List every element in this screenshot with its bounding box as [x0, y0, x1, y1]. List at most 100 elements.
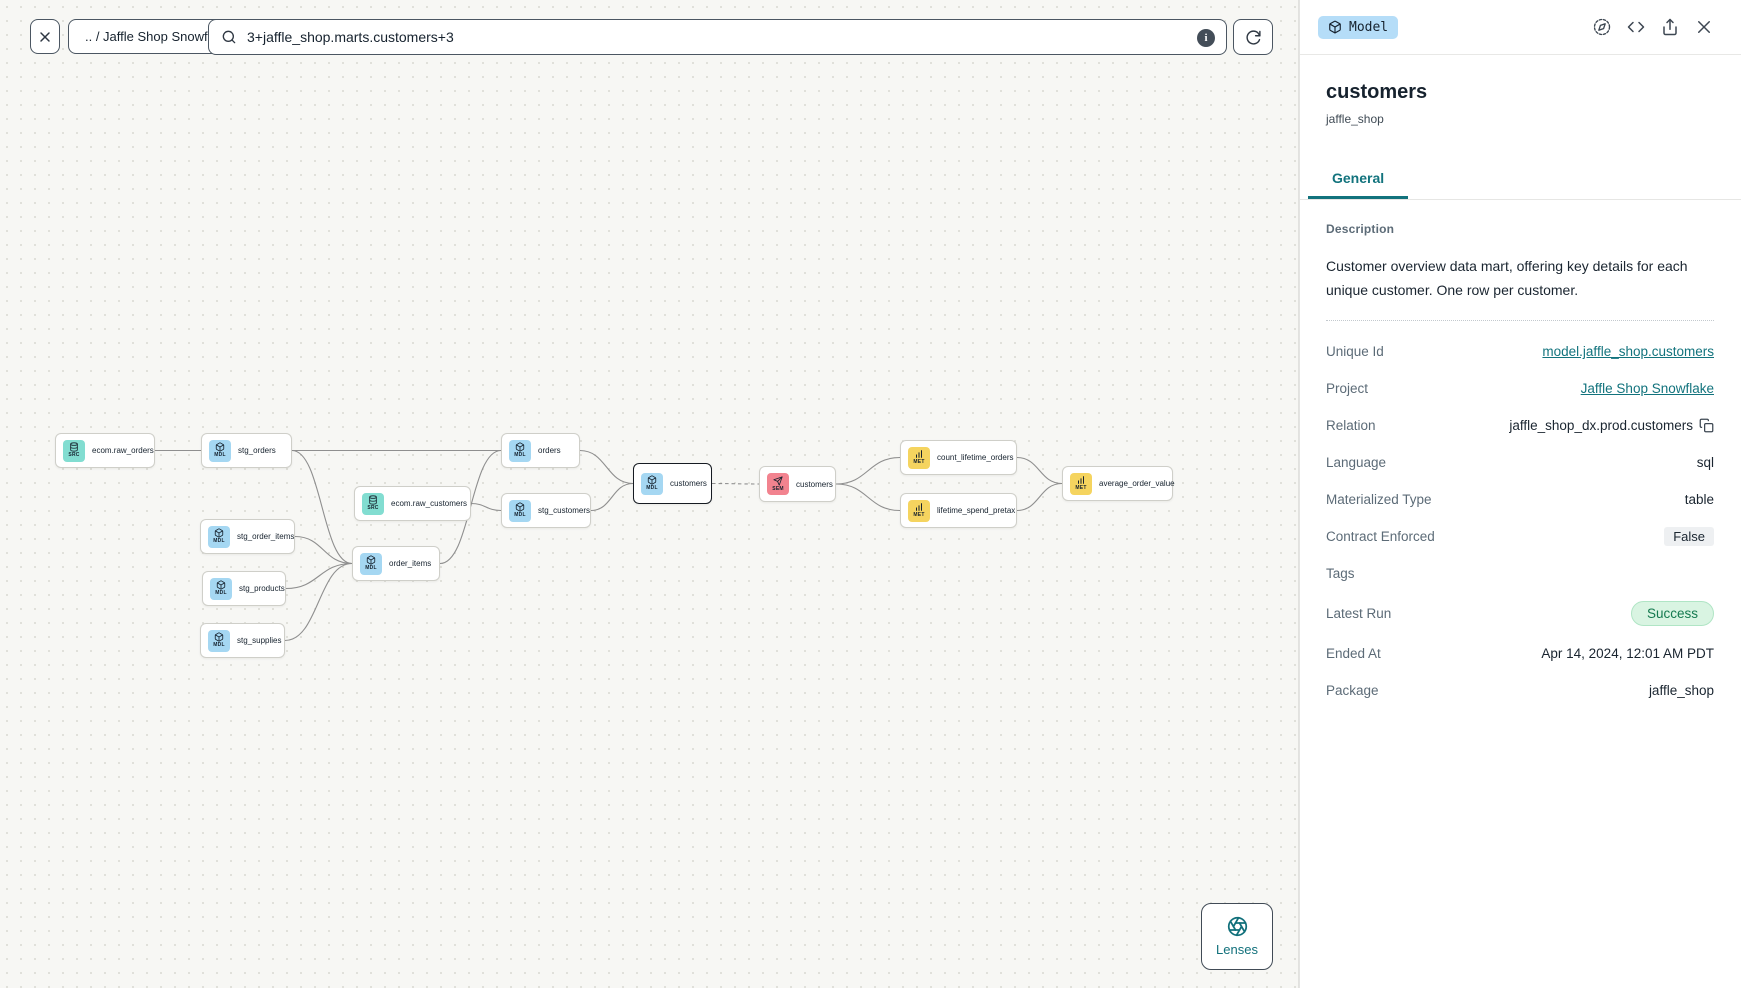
tab-general[interactable]: General [1308, 160, 1409, 199]
node-label: stg_customers [538, 506, 591, 515]
field-label: Tags [1326, 566, 1355, 581]
cube-icon [1329, 20, 1341, 34]
search-icon [222, 30, 236, 44]
description-text: Customer overview data mart, offering ke… [1326, 254, 1714, 321]
description-label: Description [1326, 222, 1395, 236]
status-badge: Success [1630, 601, 1714, 626]
cube-icon: MDL [208, 629, 230, 652]
field-link[interactable]: model.jaffle_shop.customers [1542, 344, 1714, 359]
bar-chart-icon: MET [1070, 472, 1092, 495]
panel-body: Description Customer overview data mart,… [1300, 200, 1741, 717]
close-lineage-button[interactable] [30, 19, 60, 54]
node-label: count_lifetime_orders [937, 453, 1014, 462]
node-label: stg_supplies [237, 636, 282, 645]
field-value: sql [1696, 455, 1714, 470]
compass-icon [1593, 18, 1611, 36]
field-link[interactable]: Jaffle Shop Snowflake [1580, 381, 1714, 396]
model-package-subtitle: jaffle_shop [1326, 112, 1384, 126]
field-row-tags: Tags [1326, 563, 1714, 584]
search-input[interactable] [247, 29, 1190, 45]
field-value: jaffle_shop_dx.prod.customers [1509, 418, 1693, 433]
breadcrumb-label: .. / Jaffle Shop Snowflake [85, 29, 232, 44]
field-label: Project [1326, 381, 1369, 396]
dag-node-customers_sem[interactable]: SEM customers [759, 466, 836, 502]
node-label: order_items [389, 559, 432, 568]
dag-node-count_lifetime_orders[interactable]: MET count_lifetime_orders [900, 440, 1017, 475]
node-label: stg_order_items [237, 532, 295, 541]
field-chip: False [1664, 527, 1714, 546]
dag-node-stg_supplies[interactable]: MDL stg_supplies [200, 623, 285, 658]
edge-customers_sem-to-count_lifetime_orders [835, 456, 901, 485]
dag-node-order_items[interactable]: MDL order_items [352, 546, 440, 581]
panel-header: Model [1300, 0, 1741, 55]
refresh-button[interactable] [1233, 19, 1273, 55]
dag-node-raw_customers[interactable]: SRC ecom.raw_customers [354, 486, 471, 521]
send-icon: SEM [767, 473, 789, 495]
cube-icon: MDL [209, 439, 231, 462]
node-label: lifetime_spend_pretax [937, 506, 1016, 515]
edge-stg_supplies-to-order_items [284, 562, 353, 642]
explore-lineage-button[interactable] [1593, 18, 1611, 36]
field-row-unique-id: Unique Id model.jaffle_shop.customers [1326, 341, 1714, 362]
field-value: Apr 14, 2024, 12:01 AM PDT [1541, 646, 1714, 661]
field-row-project: Project Jaffle Shop Snowflake [1326, 378, 1714, 399]
cube-icon: MDL [208, 525, 230, 548]
cube-icon: MDL [509, 439, 531, 462]
dag-node-stg_order_items[interactable]: MDL stg_order_items [200, 519, 295, 554]
close-icon [1698, 21, 1710, 33]
panel-tabs: General [1300, 160, 1741, 200]
view-code-button[interactable] [1627, 18, 1645, 36]
close-panel-button[interactable] [1695, 18, 1713, 36]
field-row-latest-run: Latest Run Success [1326, 600, 1714, 627]
edge-customers_sem-to-lifetime_spend_pretax [835, 483, 901, 512]
cube-icon: MDL [210, 577, 232, 600]
share-button[interactable] [1661, 18, 1679, 36]
node-label: customers [796, 479, 833, 489]
edge-orders-to-customers [579, 449, 634, 485]
lenses-button[interactable]: Lenses [1201, 903, 1273, 970]
database-icon: SRC [63, 439, 85, 462]
database-icon: SRC [362, 492, 384, 515]
aperture-icon [1227, 916, 1247, 937]
edge-stg_orders-to-order_items [291, 449, 353, 565]
edge-stg_customers-to-customers [590, 482, 634, 512]
close-icon [40, 31, 50, 42]
node-label: customers [670, 479, 707, 488]
copy-icon[interactable] [1699, 418, 1714, 433]
bar-chart-icon: MET [908, 499, 930, 522]
lenses-label: Lenses [1216, 942, 1258, 957]
bar-chart-icon: MET [908, 446, 930, 469]
info-icon[interactable]: i [1197, 29, 1215, 47]
field-label: Ended At [1326, 646, 1381, 661]
field-value: jaffle_shop [1648, 683, 1714, 698]
resource-type-badge: Model [1318, 15, 1399, 39]
node-label: stg_orders [238, 446, 276, 455]
node-label: average_order_value [1099, 479, 1175, 488]
node-label: ecom.raw_orders [92, 446, 154, 455]
field-row-ended-at: Ended At Apr 14, 2024, 12:01 AM PDT [1326, 643, 1714, 664]
field-label: Materialized Type [1326, 492, 1432, 507]
dag-node-stg_orders[interactable]: MDL stg_orders [201, 433, 292, 468]
edge-customers-to-customers_sem [711, 482, 760, 485]
share-icon [1663, 18, 1677, 36]
cube-icon: MDL [360, 552, 382, 575]
field-label: Package [1326, 683, 1379, 698]
code-icon [1627, 21, 1645, 33]
dag-node-average_order_value[interactable]: MET average_order_value [1062, 466, 1175, 501]
dag-node-lifetime_spend_pretax[interactable]: MET lifetime_spend_pretax [900, 493, 1017, 528]
field-label: Unique Id [1326, 344, 1384, 359]
node-label: ecom.raw_customers [391, 499, 468, 508]
lineage-search[interactable]: i [208, 19, 1227, 55]
field-row-package: Package jaffle_shop [1326, 680, 1714, 701]
field-label: Latest Run [1326, 606, 1392, 621]
edge-stg_products-to-order_items [285, 562, 353, 590]
dag-node-raw_orders[interactable]: SRC ecom.raw_orders [55, 433, 155, 468]
